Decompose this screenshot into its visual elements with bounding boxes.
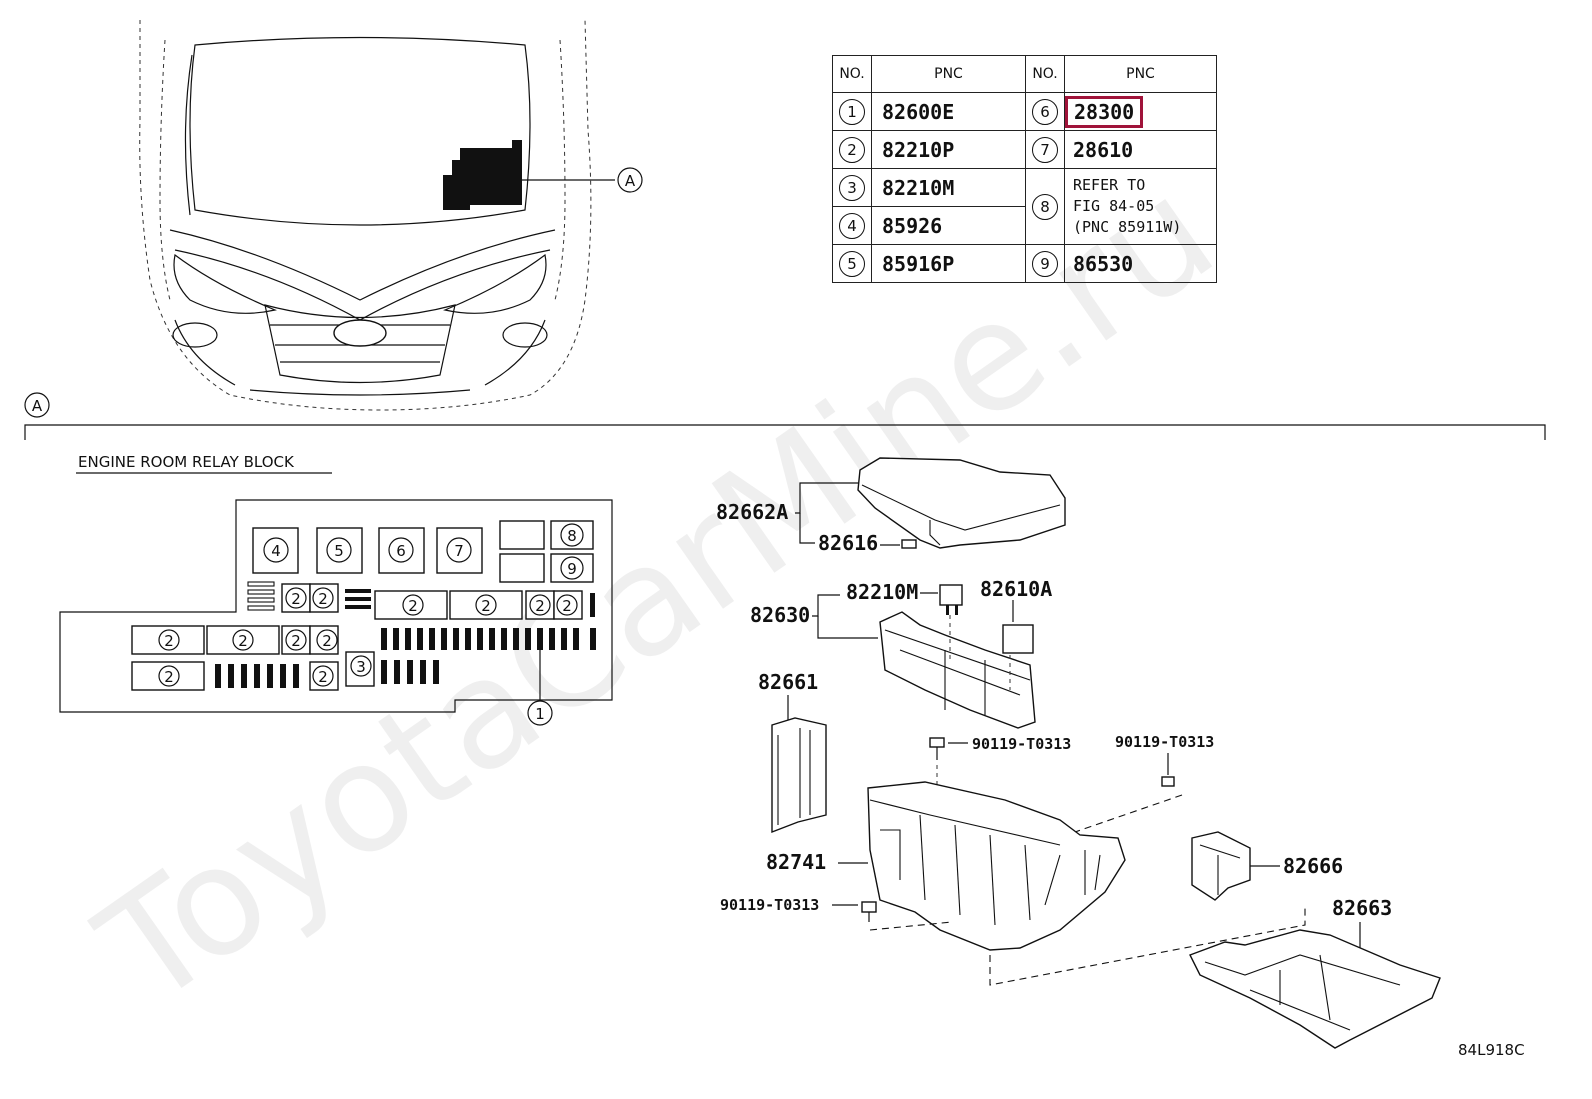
part-82210m-relay [939, 584, 963, 606]
row-number: 7 [1032, 136, 1058, 163]
part-82662a-cover [857, 457, 1066, 549]
table-row: 1 82600E 6 28300 [832, 92, 1217, 131]
svg-text:2: 2 [318, 668, 328, 686]
label-82663: 82663 [1332, 896, 1392, 920]
svg-text:2: 2 [291, 632, 301, 650]
part-82661 [771, 717, 827, 834]
pnc-cell[interactable]: 82600E [871, 92, 1026, 131]
exploded-parts: 82662A 82616 82210M 82610A 82630 82661 [716, 457, 1441, 1049]
section-a-marker: A [32, 397, 43, 415]
svg-text:2: 2 [164, 632, 174, 650]
relay-9: 9 [567, 560, 577, 578]
row-number: 1 [839, 98, 865, 125]
label-82630: 82630 [750, 603, 810, 627]
callout-a-top: A [625, 172, 636, 190]
header-no-1: NO. [832, 55, 872, 93]
fuse-labels-2: 2 2 2 2 2 2 2 2 2 2 2 2 [164, 590, 572, 686]
table-row: 3 82210M 8 REFER TO FIG 84-05 (PNC 85911… [832, 168, 1217, 245]
row-number: 8 [1032, 193, 1058, 220]
label-90119-c: 90119-T0313 [720, 896, 819, 914]
part-82610a [1002, 624, 1034, 654]
label-90119-a: 90119-T0313 [972, 735, 1071, 753]
figure-id: 84L918C [1458, 1041, 1525, 1059]
label-90119-b: 90119-T0313 [1115, 733, 1214, 751]
part-82666 [1191, 831, 1251, 901]
pnc-cell-highlighted[interactable]: 28300 [1065, 95, 1144, 128]
svg-text:2: 2 [238, 632, 248, 650]
table-row: 4 85926 [832, 206, 1217, 245]
relay-block-layout: ENGINE ROOM RELAY BLOCK 4 5 6 7 8 9 [59, 453, 613, 726]
pnc-table: NO. PNC NO. PNC 1 82600E 6 28300 2 82210… [832, 55, 1217, 283]
relay-block-location-blob [443, 140, 522, 210]
car-front-view: A [139, 19, 643, 411]
label-82741: 82741 [766, 850, 826, 874]
row-number: 3 [839, 174, 865, 201]
svg-text:2: 2 [562, 597, 572, 615]
row-number: 6 [1032, 98, 1058, 125]
svg-text:2: 2 [291, 590, 301, 608]
svg-text:2: 2 [481, 597, 491, 615]
relay-7: 7 [454, 542, 464, 560]
svg-text:2: 2 [318, 590, 328, 608]
row-number: 2 [839, 136, 865, 163]
pnc-cell[interactable]: 86530 [1064, 244, 1217, 283]
label-82210m: 82210M [846, 580, 918, 604]
table-row: 5 85916P 9 86530 [832, 244, 1217, 283]
relay-5: 5 [334, 542, 344, 560]
label-82662a: 82662A [716, 500, 788, 524]
bolt-a [929, 737, 945, 760]
label-82610a: 82610A [980, 577, 1052, 601]
pnc-cell-reference[interactable]: REFER TO FIG 84-05 (PNC 85911W) [1064, 168, 1217, 245]
pnc-cell[interactable]: 82210P [871, 130, 1026, 169]
svg-text:2: 2 [408, 597, 418, 615]
fuse-row-2 [281, 583, 595, 620]
label-82666: 82666 [1283, 854, 1343, 878]
relay-4: 4 [271, 542, 281, 560]
row-number: 5 [839, 250, 865, 277]
relay-8: 8 [567, 527, 577, 545]
fuse-row-4: 3 [131, 651, 375, 691]
svg-text:2: 2 [322, 632, 332, 650]
fuse-row-3 [131, 625, 339, 655]
part-82663-tray [1189, 929, 1441, 1049]
pnc-cell[interactable]: 28610 [1064, 130, 1217, 169]
svg-text:2: 2 [535, 597, 545, 615]
relay-3: 3 [356, 658, 366, 676]
bolt-b [1161, 776, 1175, 787]
pnc-cell[interactable]: 85926 [871, 206, 1026, 245]
part-82741-housing [867, 781, 1126, 951]
label-82661: 82661 [758, 670, 818, 694]
part-82630-block [879, 611, 1036, 729]
relay-6: 6 [396, 542, 406, 560]
pnc-cell[interactable]: 82210M [871, 168, 1026, 207]
row-number: 9 [1032, 250, 1058, 277]
part-82616-fuse [901, 539, 917, 549]
table-header-row: NO. PNC NO. PNC [832, 55, 1217, 93]
row-number: 4 [839, 212, 865, 239]
pnc-cell[interactable]: 85916P [871, 244, 1026, 283]
svg-text:2: 2 [164, 668, 174, 686]
header-pnc-1: PNC [871, 55, 1026, 93]
table-row: 2 82210P 7 28610 [832, 130, 1217, 169]
header-no-2: NO. [1025, 55, 1065, 93]
header-pnc-2: PNC [1064, 55, 1217, 93]
callout-1: 1 [535, 705, 545, 723]
label-82616: 82616 [818, 531, 878, 555]
bolt-c [861, 901, 877, 913]
blade-fuses [215, 628, 596, 688]
relay-block-title: ENGINE ROOM RELAY BLOCK [78, 453, 295, 471]
